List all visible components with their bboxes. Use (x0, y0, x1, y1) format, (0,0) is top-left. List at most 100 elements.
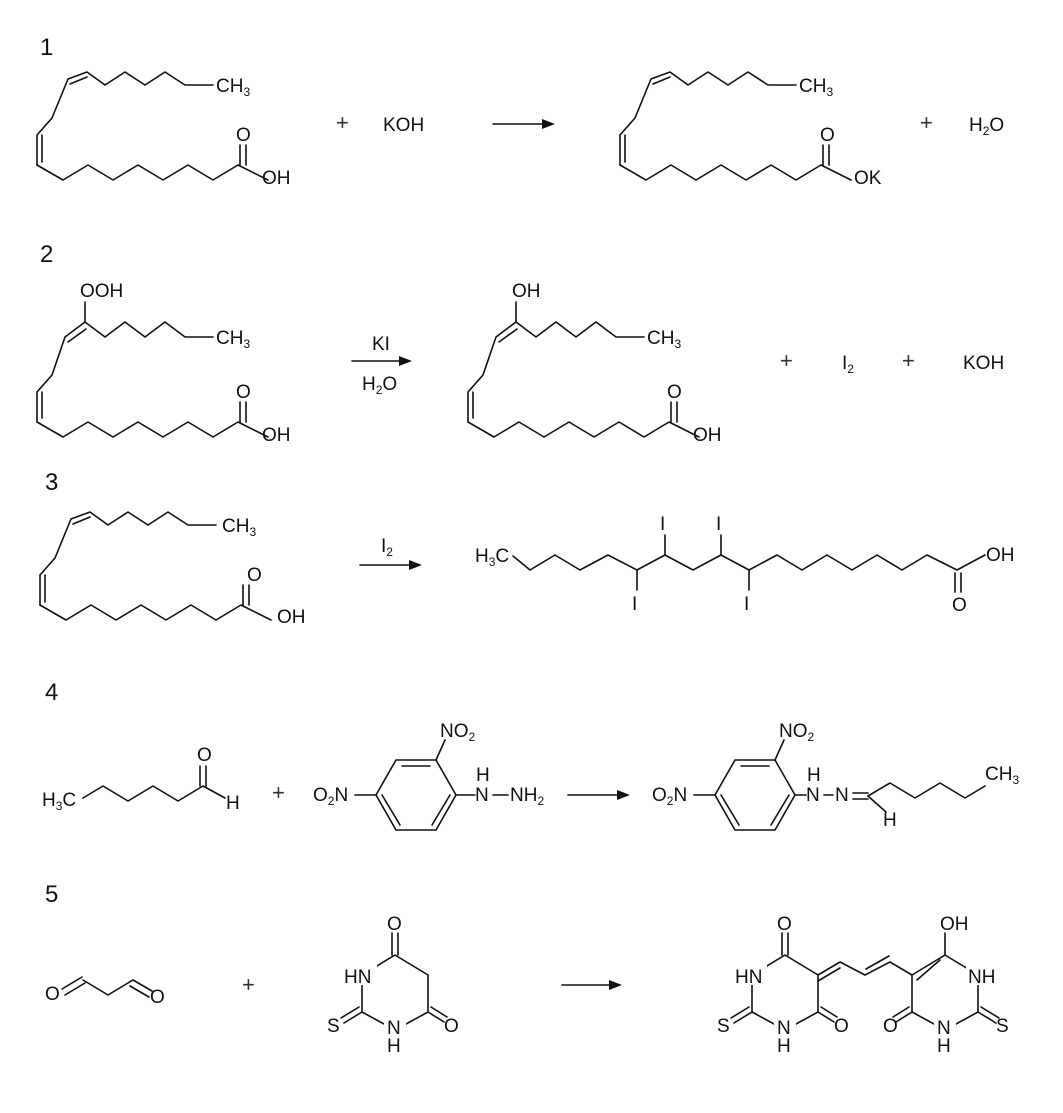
o-label: O (247, 565, 262, 586)
product-tba-adduct: O HN N H S O OH NH N H O (717, 914, 1009, 1057)
nh-label: NH (968, 967, 995, 988)
reactant-dnph: O2N NO2 N H NH2 (313, 721, 544, 831)
o-label: O (820, 125, 835, 146)
o-label: O (387, 914, 402, 935)
hn-label: HN (344, 967, 371, 988)
ch3-label: CH (799, 76, 826, 97)
o-label: O (150, 987, 165, 1008)
product-tetraiodo-acid: H3C I I I I OH O (475, 514, 1015, 616)
no2-label: NO (440, 721, 469, 742)
h-label: H (226, 793, 240, 814)
n-label: N (475, 785, 489, 806)
svg-text:H3C: H3C (475, 546, 509, 569)
nh-label: H (476, 765, 490, 786)
reactant-linoleic-acid: O OH CH3 (39, 511, 306, 628)
h3c-label: H (42, 790, 56, 811)
product-potassium-linoleate: O OK CH3 (619, 71, 882, 189)
ch3-label: CH (216, 328, 243, 349)
h-label: H (883, 810, 897, 831)
ki-condition: KI (372, 334, 390, 355)
o-label: O (883, 1016, 898, 1037)
iodine-label: I (660, 514, 665, 535)
svg-text:O2N: O2N (652, 785, 687, 808)
oh-top-label: OH (512, 281, 541, 302)
reaction-arrow: KI H2O (351, 334, 412, 397)
svg-text:H3C: H3C (42, 790, 76, 813)
h-label: H (387, 1036, 401, 1057)
plus-sign: + (336, 110, 349, 135)
iodine-label: I (744, 594, 749, 615)
koh-byproduct: KOH (963, 353, 1004, 374)
o2n-label: O (652, 785, 667, 806)
h-label: H (777, 1036, 791, 1057)
reaction-arrow (561, 980, 622, 990)
reaction-1-number: 1 (40, 34, 53, 61)
reactant-linoleic-acid: O OH CH3 (36, 71, 291, 189)
svg-text:CH3: CH3 (222, 516, 256, 539)
product-hydroxy-acid: OH O OH CH3 (467, 281, 722, 446)
reaction-4: 4 H3C O H + O2N NO2 N H NH2 (42, 679, 1019, 831)
reactant-hexanal: H3C O H (42, 745, 240, 814)
reaction-5: 5 O O + O HN N H S O (45, 881, 1009, 1057)
o-label: O (667, 382, 682, 403)
reactant-malondialdehyde: O O (45, 976, 165, 1008)
reaction-arrow (567, 790, 630, 800)
iodine-byproduct: I2 (842, 353, 854, 376)
s-label: S (327, 1016, 340, 1037)
s-label: S (717, 1016, 730, 1037)
reaction-arrow (492, 119, 555, 129)
plus-sign: + (920, 110, 933, 135)
o-label: O (236, 125, 251, 146)
water-condition: H2O (362, 374, 397, 397)
reaction-3: 3 O OH CH3 I2 H3C I I I I (39, 469, 1015, 628)
svg-text:NO2: NO2 (779, 721, 815, 744)
o-label: O (952, 595, 967, 616)
ch3-label: CH (985, 764, 1012, 785)
svg-text:CH3: CH3 (799, 76, 833, 99)
o-label: O (834, 1016, 849, 1037)
ch3-label: CH (647, 328, 674, 349)
iodine-label: I (716, 514, 721, 535)
svg-text:O2N: O2N (313, 785, 348, 808)
iodine-condition: I2 (381, 536, 393, 559)
h-label: H (937, 1036, 951, 1057)
svg-text:NH2: NH2 (510, 785, 544, 808)
reaction-4-number: 4 (45, 679, 58, 706)
koh-reagent: KOH (383, 115, 424, 136)
n-label: N (835, 785, 849, 806)
oh-label: OH (262, 425, 291, 446)
o-label: O (777, 914, 792, 935)
reaction-2-number: 2 (40, 241, 53, 268)
plus-sign: + (780, 348, 793, 373)
n-label: N (937, 1018, 951, 1039)
ok-label: OK (854, 168, 882, 189)
oh-label: OH (262, 168, 291, 189)
ooh-label: OOH (80, 281, 123, 302)
oh-label: OH (940, 914, 969, 935)
o-label: O (236, 382, 251, 403)
plus-sign: + (272, 780, 285, 805)
o-label: O (45, 984, 60, 1005)
svg-text:CH3: CH3 (216, 76, 250, 99)
plus-sign: + (902, 348, 915, 373)
h3c-label: H (475, 546, 489, 567)
reactant-thiobarbituric-acid: O HN N H S O (327, 914, 459, 1057)
water-byproduct: H2O (969, 115, 1004, 138)
o-label: O (197, 745, 212, 766)
reaction-arrow: I2 (359, 536, 422, 570)
reaction-5-number: 5 (45, 881, 58, 908)
svg-text:CH3: CH3 (647, 328, 681, 351)
o-label: O (444, 1016, 459, 1037)
plus-sign: + (242, 972, 255, 997)
s-label: S (996, 1016, 1009, 1037)
ch3-label: CH (216, 76, 243, 97)
svg-text:CH3: CH3 (985, 764, 1019, 787)
n-label: N (777, 1018, 791, 1039)
reaction-3-number: 3 (45, 469, 58, 496)
oh-label: OH (693, 425, 722, 446)
reactant-hydroperoxide: OOH O OH CH3 (36, 281, 291, 446)
oh-label: OH (986, 545, 1015, 566)
reaction-2: 2 OOH O OH CH3 KI H2O OH O (36, 241, 1004, 446)
svg-text:CH3: CH3 (216, 328, 250, 351)
